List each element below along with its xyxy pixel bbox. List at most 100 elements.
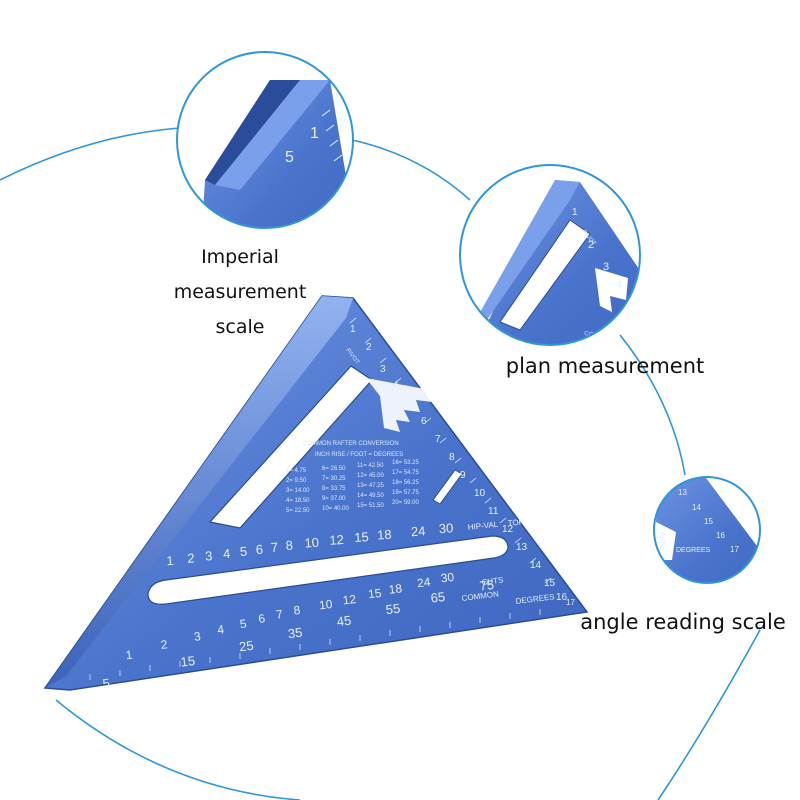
zoom-angle-15: 15 xyxy=(704,517,713,526)
upper-num: 3 xyxy=(205,548,213,563)
upper-num: 10 xyxy=(304,535,319,551)
zoom-angle-14: 14 xyxy=(692,503,701,512)
table-cell: 2= 9.50 xyxy=(286,478,307,484)
lower-num-b: 65 xyxy=(430,589,446,606)
lower-num: 5 xyxy=(239,616,248,631)
table-cell: 16= 53.25 xyxy=(392,460,420,466)
hypotenuse-ticks xyxy=(349,317,552,584)
cuts-label: CUTS xyxy=(481,575,504,587)
lower-num-b: 25 xyxy=(238,638,254,655)
table-cell: 3= 14.00 xyxy=(286,488,310,494)
table-cell: 9= 37.00 xyxy=(322,496,346,502)
upper-num: 8 xyxy=(285,538,293,553)
hyp-16: 16 xyxy=(556,592,568,603)
hyp-2: 2 xyxy=(366,342,372,353)
lower-num: 15 xyxy=(367,586,382,602)
lower-num: 24 xyxy=(416,575,431,591)
plan-measurement-caption: plan measurement xyxy=(505,354,705,378)
hyp-9: 9 xyxy=(460,470,466,481)
lower-num-b: 45 xyxy=(336,613,352,630)
upper-num: 2 xyxy=(187,550,195,565)
lower-num: 7 xyxy=(275,607,284,622)
connector-arc-top xyxy=(351,139,471,201)
lower-num-b: 15 xyxy=(180,653,196,670)
hyp-17: 17 xyxy=(566,598,575,607)
long-slot xyxy=(147,535,509,605)
upper-number-row: 1 2 3 4 5 6 7 8 10 12 15 18 24 30 xyxy=(166,520,454,568)
connector-arc-left xyxy=(0,127,181,181)
connector-arc-bottom-right xyxy=(657,629,761,800)
hyp-15: 15 xyxy=(544,578,556,589)
table-cell: 20= 59.00 xyxy=(392,500,420,506)
connector-arc-bottom-left xyxy=(55,699,301,800)
upper-num: 24 xyxy=(410,523,425,539)
zoom-angle-cuts: CUTS xyxy=(658,532,664,548)
lower-num: 1 xyxy=(125,648,134,663)
zoom-imperial-1: 1 xyxy=(310,125,319,142)
upper-num: 18 xyxy=(377,527,392,543)
lower-num: 6 xyxy=(257,611,266,626)
top-label: TOP xyxy=(507,517,524,528)
hyp-6: 6 xyxy=(421,416,427,427)
lower-num: 18 xyxy=(388,581,403,597)
hyp-5: 5 xyxy=(407,398,413,409)
upper-num: 30 xyxy=(438,520,453,536)
upper-num: 5 xyxy=(239,544,247,559)
table-cell: 6= 26.50 xyxy=(322,466,346,472)
table-cell: 1= 4.75 xyxy=(286,468,307,474)
upper-num: 12 xyxy=(329,532,344,548)
lower-num: 2 xyxy=(160,637,169,652)
lower-num-b: 55 xyxy=(385,601,401,618)
zoom-angle-13: 13 xyxy=(678,488,687,497)
table-cell: 8= 33.75 xyxy=(322,486,346,492)
lower-num: 10 xyxy=(318,597,333,613)
hip-val-label: HIP-VAL xyxy=(467,520,499,532)
zoom-plan-2: 2 xyxy=(588,239,594,251)
upper-num: 1 xyxy=(166,553,174,568)
upper-num: 4 xyxy=(223,546,231,561)
lower-number-row-b: 5 15 25 35 45 55 65 75 xyxy=(102,577,495,691)
hyp-8: 8 xyxy=(449,452,455,463)
small-slot xyxy=(432,469,463,505)
hyp-3: 3 xyxy=(380,364,386,375)
table-cell: 14= 49.50 xyxy=(357,493,385,499)
table-cell: 19= 57.75 xyxy=(392,490,420,496)
hyp-10: 10 xyxy=(474,488,486,499)
table-cell: 17= 54.75 xyxy=(392,470,420,476)
lower-num: 3 xyxy=(193,629,202,644)
table-cell: 11= 42.50 xyxy=(357,463,384,469)
zoom-plan-4: 4 xyxy=(616,279,622,291)
rafter-square: 1 2 3 4 5 6 7 8 9 10 11 12 13 14 15 16 1… xyxy=(43,295,589,691)
table-subtitle: INCH RISE / FOOT = DEGREES xyxy=(315,452,403,458)
connector-arc-right xyxy=(619,334,686,476)
upper-num: 7 xyxy=(270,540,278,555)
hyp-13: 13 xyxy=(516,542,528,553)
lower-num: 30 xyxy=(440,570,455,586)
table-cell: 18= 56.25 xyxy=(392,480,420,486)
lower-num: 8 xyxy=(293,603,302,618)
zoom-angle-scale: 13 14 15 16 17 DEGREES CUTS xyxy=(653,476,761,584)
upper-slot xyxy=(208,365,373,529)
lower-num-b: 5 xyxy=(102,675,111,691)
zoom-plan-measurement: 1 2 3 4 PIVOT COMMON RAFTER CO xyxy=(459,164,641,346)
table-cell: 12= 45.00 xyxy=(357,473,385,479)
zoom-imperial-scale: 1 5 xyxy=(176,51,354,229)
angle-scale-caption: angle reading scale xyxy=(580,610,786,634)
zoom-plan-3: 3 xyxy=(603,261,609,273)
hypotenuse-scale: 1 2 3 4 5 6 7 8 9 10 11 12 13 14 15 16 1… xyxy=(350,324,575,607)
table-title: COMMON RAFTER CONVERSION xyxy=(303,441,399,447)
lower-num-b: 75 xyxy=(479,577,495,594)
table-cell: 13= 47.25 xyxy=(357,483,385,489)
zoom-imperial-5: 5 xyxy=(285,149,294,166)
lower-num-b: 35 xyxy=(287,625,303,642)
lower-num: 12 xyxy=(342,592,357,608)
table-cell: 4= 18.50 xyxy=(286,498,310,504)
zoom-angle-17: 17 xyxy=(730,545,739,554)
upper-num: 15 xyxy=(354,529,369,545)
hyp-11: 11 xyxy=(488,506,499,517)
table-cell: 7= 30.25 xyxy=(322,476,346,482)
hyp-7: 7 xyxy=(435,434,441,445)
hyp-1: 1 xyxy=(350,324,356,335)
